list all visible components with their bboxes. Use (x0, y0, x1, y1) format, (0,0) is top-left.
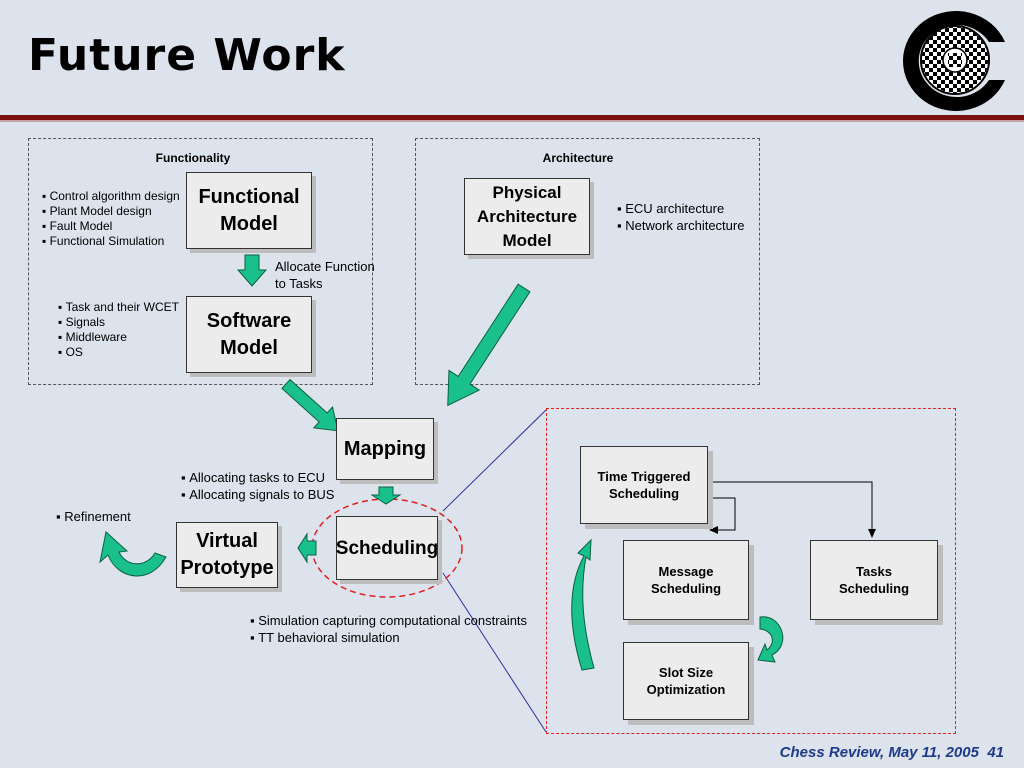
list-item: Fault Model (42, 219, 192, 234)
zoom-line-bottom (442, 572, 547, 733)
functional-model-line1: Functional (198, 185, 300, 208)
title-rule-shadow (0, 120, 1024, 122)
allocate-function-label: Allocate Function to Tasks (275, 258, 395, 292)
message-to-slot-curved-arrow (757, 616, 784, 663)
functionality-region (28, 138, 373, 385)
list-item: ECU architecture (617, 200, 762, 217)
list-item: Simulation capturing computational const… (250, 612, 550, 629)
scheduling-label: Scheduling (335, 537, 439, 559)
physical-model-line3: Model (502, 230, 552, 250)
tt-line2: Scheduling (608, 486, 680, 501)
tasks-line2: Scheduling (838, 581, 910, 596)
refinement-bullet: Refinement (56, 508, 156, 525)
refinement-curved-arrow (99, 531, 167, 577)
msg-line1: Message (658, 564, 714, 579)
tt-line1: Time Triggered (597, 469, 691, 484)
virtual-prototype-line2: Prototype (180, 557, 274, 579)
zoom-line-top (442, 409, 547, 512)
tt-to-tasks-connector (707, 481, 876, 538)
list-item: OS (58, 345, 198, 360)
functional-model-line2: Model (220, 212, 278, 235)
functionality-heading: Functionality (155, 151, 231, 165)
list-item: Middleware (58, 330, 198, 345)
page-number: 41 (987, 744, 1004, 761)
arrow-scheduling-to-prototype (297, 532, 317, 564)
list-item: Functional Simulation (42, 234, 192, 249)
title-rule (0, 115, 1024, 120)
list-item: TT behavioral simulation (250, 629, 550, 646)
list-item: Network architecture (617, 217, 762, 234)
software-model-line1: Software (206, 309, 292, 332)
software-bullets: Task and their WCET Signals Middleware O… (58, 300, 198, 360)
list-item: Task and their WCET (58, 300, 198, 315)
list-item: Control algorithm design (42, 189, 192, 204)
scheduling-detail-region (546, 408, 956, 734)
architecture-heading: Architecture (542, 151, 614, 165)
footer: Chess Review, May 11, 2005 41 (780, 744, 1004, 761)
list-item: Allocating tasks to ECU (181, 469, 351, 486)
footer-text: Chess Review, May 11, 2005 (779, 744, 979, 761)
arrow-functional-to-software (236, 254, 268, 287)
chess-logo (902, 10, 1005, 111)
software-model-line2: Model (220, 336, 278, 359)
mapping-bullets: Allocating tasks to ECU Allocating signa… (181, 469, 351, 503)
slot-line1: Slot Size (658, 665, 714, 680)
mapping-label: Mapping (343, 437, 427, 460)
tt-to-message-connector (707, 497, 736, 534)
virtual-prototype-line1: Virtual (196, 530, 258, 552)
allocate-label-line1: Allocate Function (275, 259, 375, 274)
arrow-mapping-to-scheduling (370, 486, 402, 505)
list-item: Plant Model design (42, 204, 192, 219)
cycle-curved-arrow (571, 538, 595, 671)
slot-line2: Optimization (646, 682, 726, 697)
page-title: Future Work (28, 30, 346, 81)
tasks-line1: Tasks (856, 564, 892, 579)
allocate-label-line2: to Tasks (275, 276, 323, 291)
functional-bullets: Control algorithm design Plant Model des… (42, 189, 192, 249)
architecture-region (415, 138, 760, 385)
list-item: Allocating signals to BUS (181, 486, 351, 503)
physical-model-line1: Physical (492, 182, 562, 202)
refinement-label: Refinement (56, 508, 156, 525)
architecture-bullets: ECU architecture Network architecture (617, 200, 762, 234)
list-item: Signals (58, 315, 198, 330)
msg-line2: Scheduling (650, 581, 722, 596)
mapping-box: Mapping (336, 418, 434, 480)
arrow-architecture-to-mapping (447, 283, 531, 407)
scheduling-bullets: Simulation capturing computational const… (250, 612, 550, 646)
physical-model-line2: Architecture (476, 206, 578, 226)
scheduling-box: Scheduling (336, 516, 438, 580)
arrow-software-to-mapping (281, 378, 339, 432)
